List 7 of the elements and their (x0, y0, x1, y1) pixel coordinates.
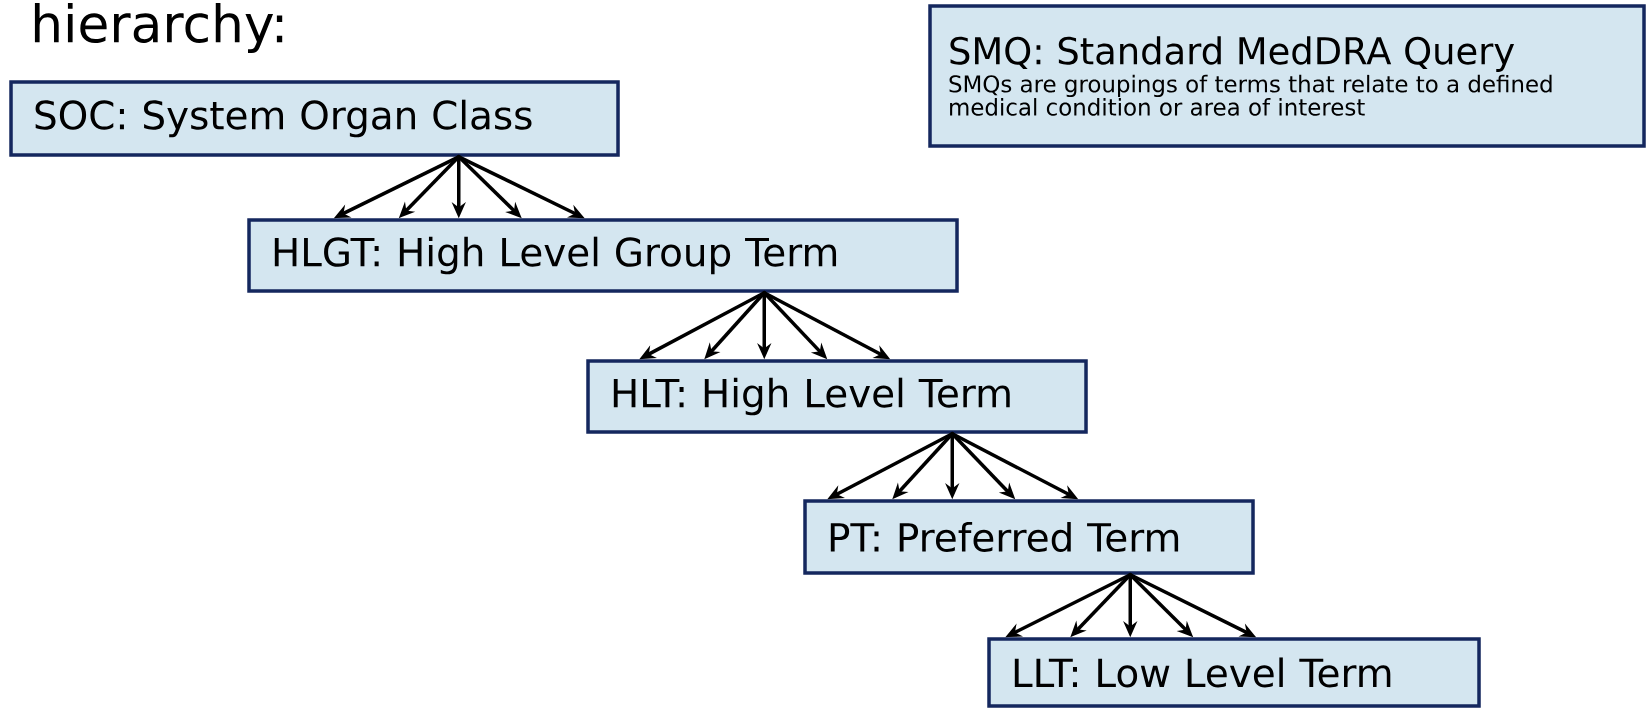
term-box: PT: Preferred Term (803, 499, 1255, 575)
term-box: HLT: High Level Term (586, 359, 1088, 434)
heading: hierarchy: (34, 2, 283, 54)
term-box: SMQ: Standard MedDRA Query SMQs are groupings of terms that relate to a defined medical condition or area of interest (928, 4, 1646, 148)
term-box: HLGT: High Level Group Term (247, 218, 959, 293)
term-box: LLT: Low Level Term (987, 637, 1481, 708)
term-box: SOC: System Organ Class (9, 80, 620, 157)
